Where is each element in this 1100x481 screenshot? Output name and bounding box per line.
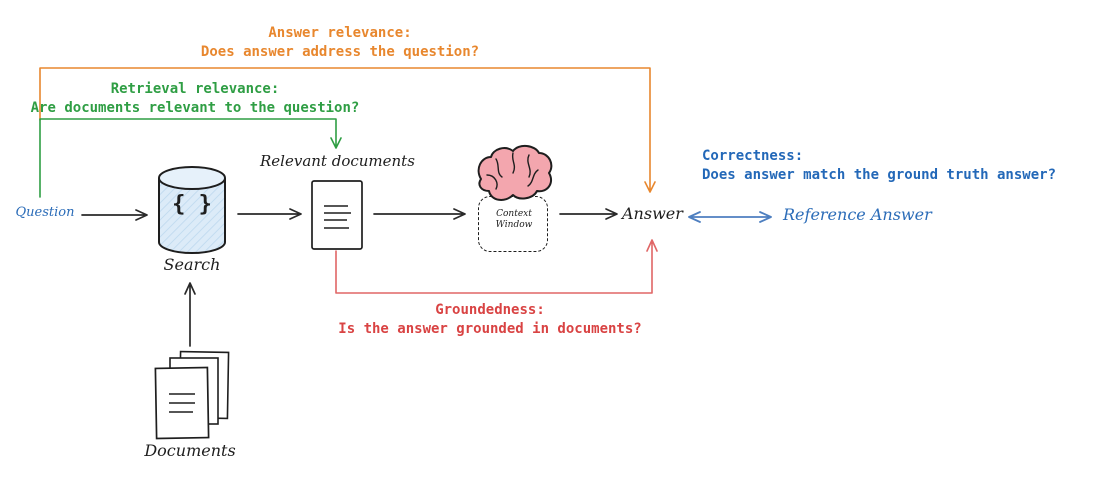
question-label: Question: [15, 205, 75, 220]
correctness-annotation: Correctness: Does answer match the groun…: [702, 147, 1056, 185]
arrow-context-to-answer: [559, 208, 618, 220]
arrow-documents-to-context: [373, 208, 466, 220]
retrieval-relevance-question: Are documents relevant to the question?: [30, 100, 360, 116]
context-window-label: Context Window: [480, 209, 548, 231]
answer-relevance-question: Does answer address the question?: [200, 44, 480, 60]
answer-relevance-title: Answer relevance:: [268, 25, 412, 41]
brain-icon: [477, 145, 553, 201]
answer-label: Answer: [622, 204, 683, 223]
retrieval-relevance-annotation: Retrieval relevance: Are documents relev…: [20, 80, 370, 118]
search-label: Search: [163, 255, 221, 274]
answer-relevance-annotation: Answer relevance: Does answer address th…: [140, 24, 540, 62]
groundedness-title: Groundedness:: [435, 302, 545, 318]
reference-answer-label: Reference Answer: [783, 205, 932, 224]
relevant-documents-label: Relevant documents: [260, 152, 415, 170]
groundedness-annotation: Groundedness: Is the answer grounded in …: [290, 301, 690, 339]
correctness-question: Does answer match the ground truth answe…: [702, 167, 1057, 183]
groundedness-question: Is the answer grounded in documents?: [338, 321, 642, 337]
context-window-label-line1: Context: [496, 209, 532, 219]
arrow-search-to-documents: [237, 208, 302, 220]
context-window-label-line2: Window: [495, 220, 533, 230]
arrow-documents-to-search-up: [184, 282, 196, 347]
documents-stack-icon: [154, 350, 230, 440]
arrow-question-to-search: [81, 209, 148, 221]
documents-label: Documents: [144, 441, 236, 460]
correctness-double-arrow: [688, 211, 772, 223]
database-glyph: { }: [172, 192, 212, 217]
context-window-box: [478, 196, 548, 252]
retrieval-relevance-title: Retrieval relevance:: [110, 81, 280, 97]
document-icon: [311, 180, 363, 250]
correctness-title: Correctness:: [702, 148, 804, 164]
